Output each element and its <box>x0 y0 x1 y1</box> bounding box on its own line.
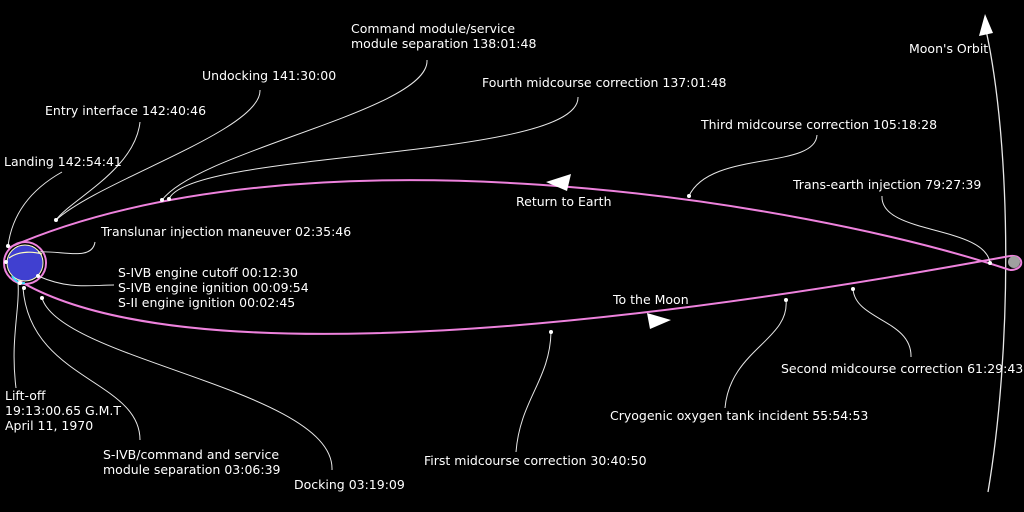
to-the-moon-label: To the Moon <box>612 292 689 307</box>
liftoff-label-3: April 11, 1970 <box>5 418 93 433</box>
leader-liftoff <box>13 281 19 389</box>
event-dot-trans-earth <box>988 261 992 265</box>
second-midcourse-label: Second midcourse correction 61:29:43 <box>781 361 1023 376</box>
return-trajectory <box>7 179 1011 271</box>
outbound-direction-arrow-icon <box>647 313 671 329</box>
leader-trans-earth-injection <box>881 195 991 264</box>
leader-first-midcourse <box>515 331 552 453</box>
leader-landing <box>7 171 63 247</box>
liftoff-label-2: 19:13:00.65 G.M.T <box>5 403 121 418</box>
event-dot-cryogenic <box>784 298 788 302</box>
event-dot-first-midcourse <box>549 330 553 334</box>
leader-cryogenic-incident <box>724 299 787 409</box>
fourth-midcourse-label: Fourth midcourse correction 137:01:48 <box>482 75 727 90</box>
translunar-injection-label: Translunar injection maneuver 02:35:46 <box>100 224 351 239</box>
entry-interface-label: Entry interface 142:40:46 <box>45 103 206 118</box>
leader-entry-interface <box>55 121 141 221</box>
cm-sm-separation-label-2: module separation 138:01:48 <box>351 36 536 51</box>
leader-undocking <box>55 89 261 221</box>
leader-sivb-csm-separation <box>22 287 141 441</box>
event-dot-third-midcourse <box>687 194 691 198</box>
return-direction-arrow-icon <box>546 174 571 191</box>
undocking-label: Undocking 141:30:00 <box>202 68 336 83</box>
event-dot-liftoff <box>18 281 22 285</box>
trans-earth-injection-label: Trans-earth injection 79:27:39 <box>792 177 981 192</box>
moon <box>1008 256 1020 268</box>
leader-sivb-engine-events <box>37 275 115 287</box>
sivb-csm-separation-label-1: S-IVB/command and service <box>103 447 279 462</box>
leader-cm-sm-separation <box>161 59 428 201</box>
event-dot-second-midcourse <box>851 287 855 291</box>
moon-orbit-line <box>985 29 1007 493</box>
sivb-cutoff-label: S-IVB engine cutoff 00:12:30 <box>118 265 298 280</box>
return-to-earth-label: Return to Earth <box>516 194 612 209</box>
sivb-csm-separation-label-2: module separation 03:06:39 <box>103 462 281 477</box>
event-dot-docking <box>40 296 44 300</box>
moon-loop <box>1009 254 1023 271</box>
event-dot-entry <box>54 218 58 222</box>
docking-label: Docking 03:19:09 <box>294 477 405 492</box>
event-dot-fourth-midcourse <box>167 197 171 201</box>
first-midcourse-label: First midcourse correction 30:40:50 <box>424 453 647 468</box>
event-dot-sivb <box>36 274 40 278</box>
leader-fourth-midcourse <box>168 96 579 200</box>
event-dot-landing <box>6 244 10 248</box>
event-dot-translunar <box>4 260 8 264</box>
event-dot-sivb-csm <box>22 286 26 290</box>
cm-sm-separation-label-1: Command module/service <box>351 21 515 36</box>
liftoff-label-1: Lift-off <box>5 388 46 403</box>
leader-third-midcourse <box>688 134 818 197</box>
third-midcourse-label: Third midcourse correction 105:18:28 <box>700 117 937 132</box>
landing-label: Landing 142:54:41 <box>4 154 122 169</box>
leader-second-midcourse <box>852 288 912 358</box>
outbound-trajectory <box>17 255 1011 335</box>
moons-orbit-label: Moon's Orbit <box>909 41 988 56</box>
moon-orbit-arrow-icon <box>979 14 993 36</box>
cryogenic-incident-label: Cryogenic oxygen tank incident 55:54:53 <box>610 408 868 423</box>
leader-docking <box>41 297 333 471</box>
event-markers <box>4 194 992 334</box>
sii-ignition-label: S-II engine ignition 00:02:45 <box>118 295 295 310</box>
earth-parking-orbit <box>8 251 43 259</box>
event-dot-cm-sm-separation <box>160 198 164 202</box>
leader-translunar-injection <box>37 241 96 255</box>
sivb-ignition-label: S-IVB engine ignition 00:09:54 <box>118 280 309 295</box>
